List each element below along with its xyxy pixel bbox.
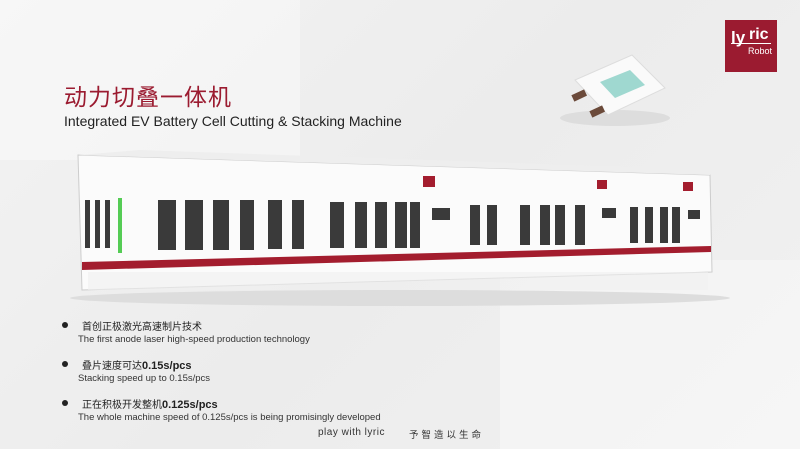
slogan-cn: 予智造以生命	[409, 430, 485, 441]
feature-cn: 首创正极激光高速制片技术	[82, 322, 202, 333]
feature-cn: 正在积极开发整机	[82, 400, 162, 411]
feature-cn-value: 0.125s/pcs	[162, 399, 218, 411]
feature-en: The first anode laser high-speed product…	[78, 334, 310, 345]
logo-ly: ly	[731, 28, 746, 47]
logo-divider	[731, 43, 771, 44]
page-title-cn: 动力切叠一体机	[64, 85, 232, 111]
feature-item: 正在积极开发整机0.125s/pcs The whole machine spe…	[62, 396, 381, 424]
feature-item: 首创正极激光高速制片技术 The first anode laser high-…	[62, 318, 381, 346]
bullet-dot	[62, 400, 68, 406]
feature-list: 首创正极激光高速制片技术 The first anode laser high-…	[62, 318, 381, 435]
feature-cn: 叠片速度可达	[82, 361, 142, 372]
feature-item: 叠片速度可达0.15s/pcs Stacking speed up to 0.1…	[62, 357, 381, 385]
logo-ric: ric	[749, 26, 769, 43]
bullet-dot	[62, 361, 68, 367]
feature-cn-value: 0.15s/pcs	[142, 360, 192, 372]
lyric-robot-logo: ly ric Robot	[725, 20, 777, 72]
bg-block	[0, 0, 300, 160]
feature-en: Stacking speed up to 0.15s/pcs	[78, 373, 211, 384]
battery-cell-image	[560, 54, 670, 126]
logo-robot: Robot	[748, 46, 773, 56]
machine-image	[70, 150, 730, 306]
page-title-en: Integrated EV Battery Cell Cutting & Sta…	[64, 113, 402, 129]
slogan-en: play with lyric	[318, 427, 385, 438]
bullet-dot	[62, 322, 68, 328]
feature-en: The whole machine speed of 0.125s/pcs is…	[78, 412, 381, 423]
